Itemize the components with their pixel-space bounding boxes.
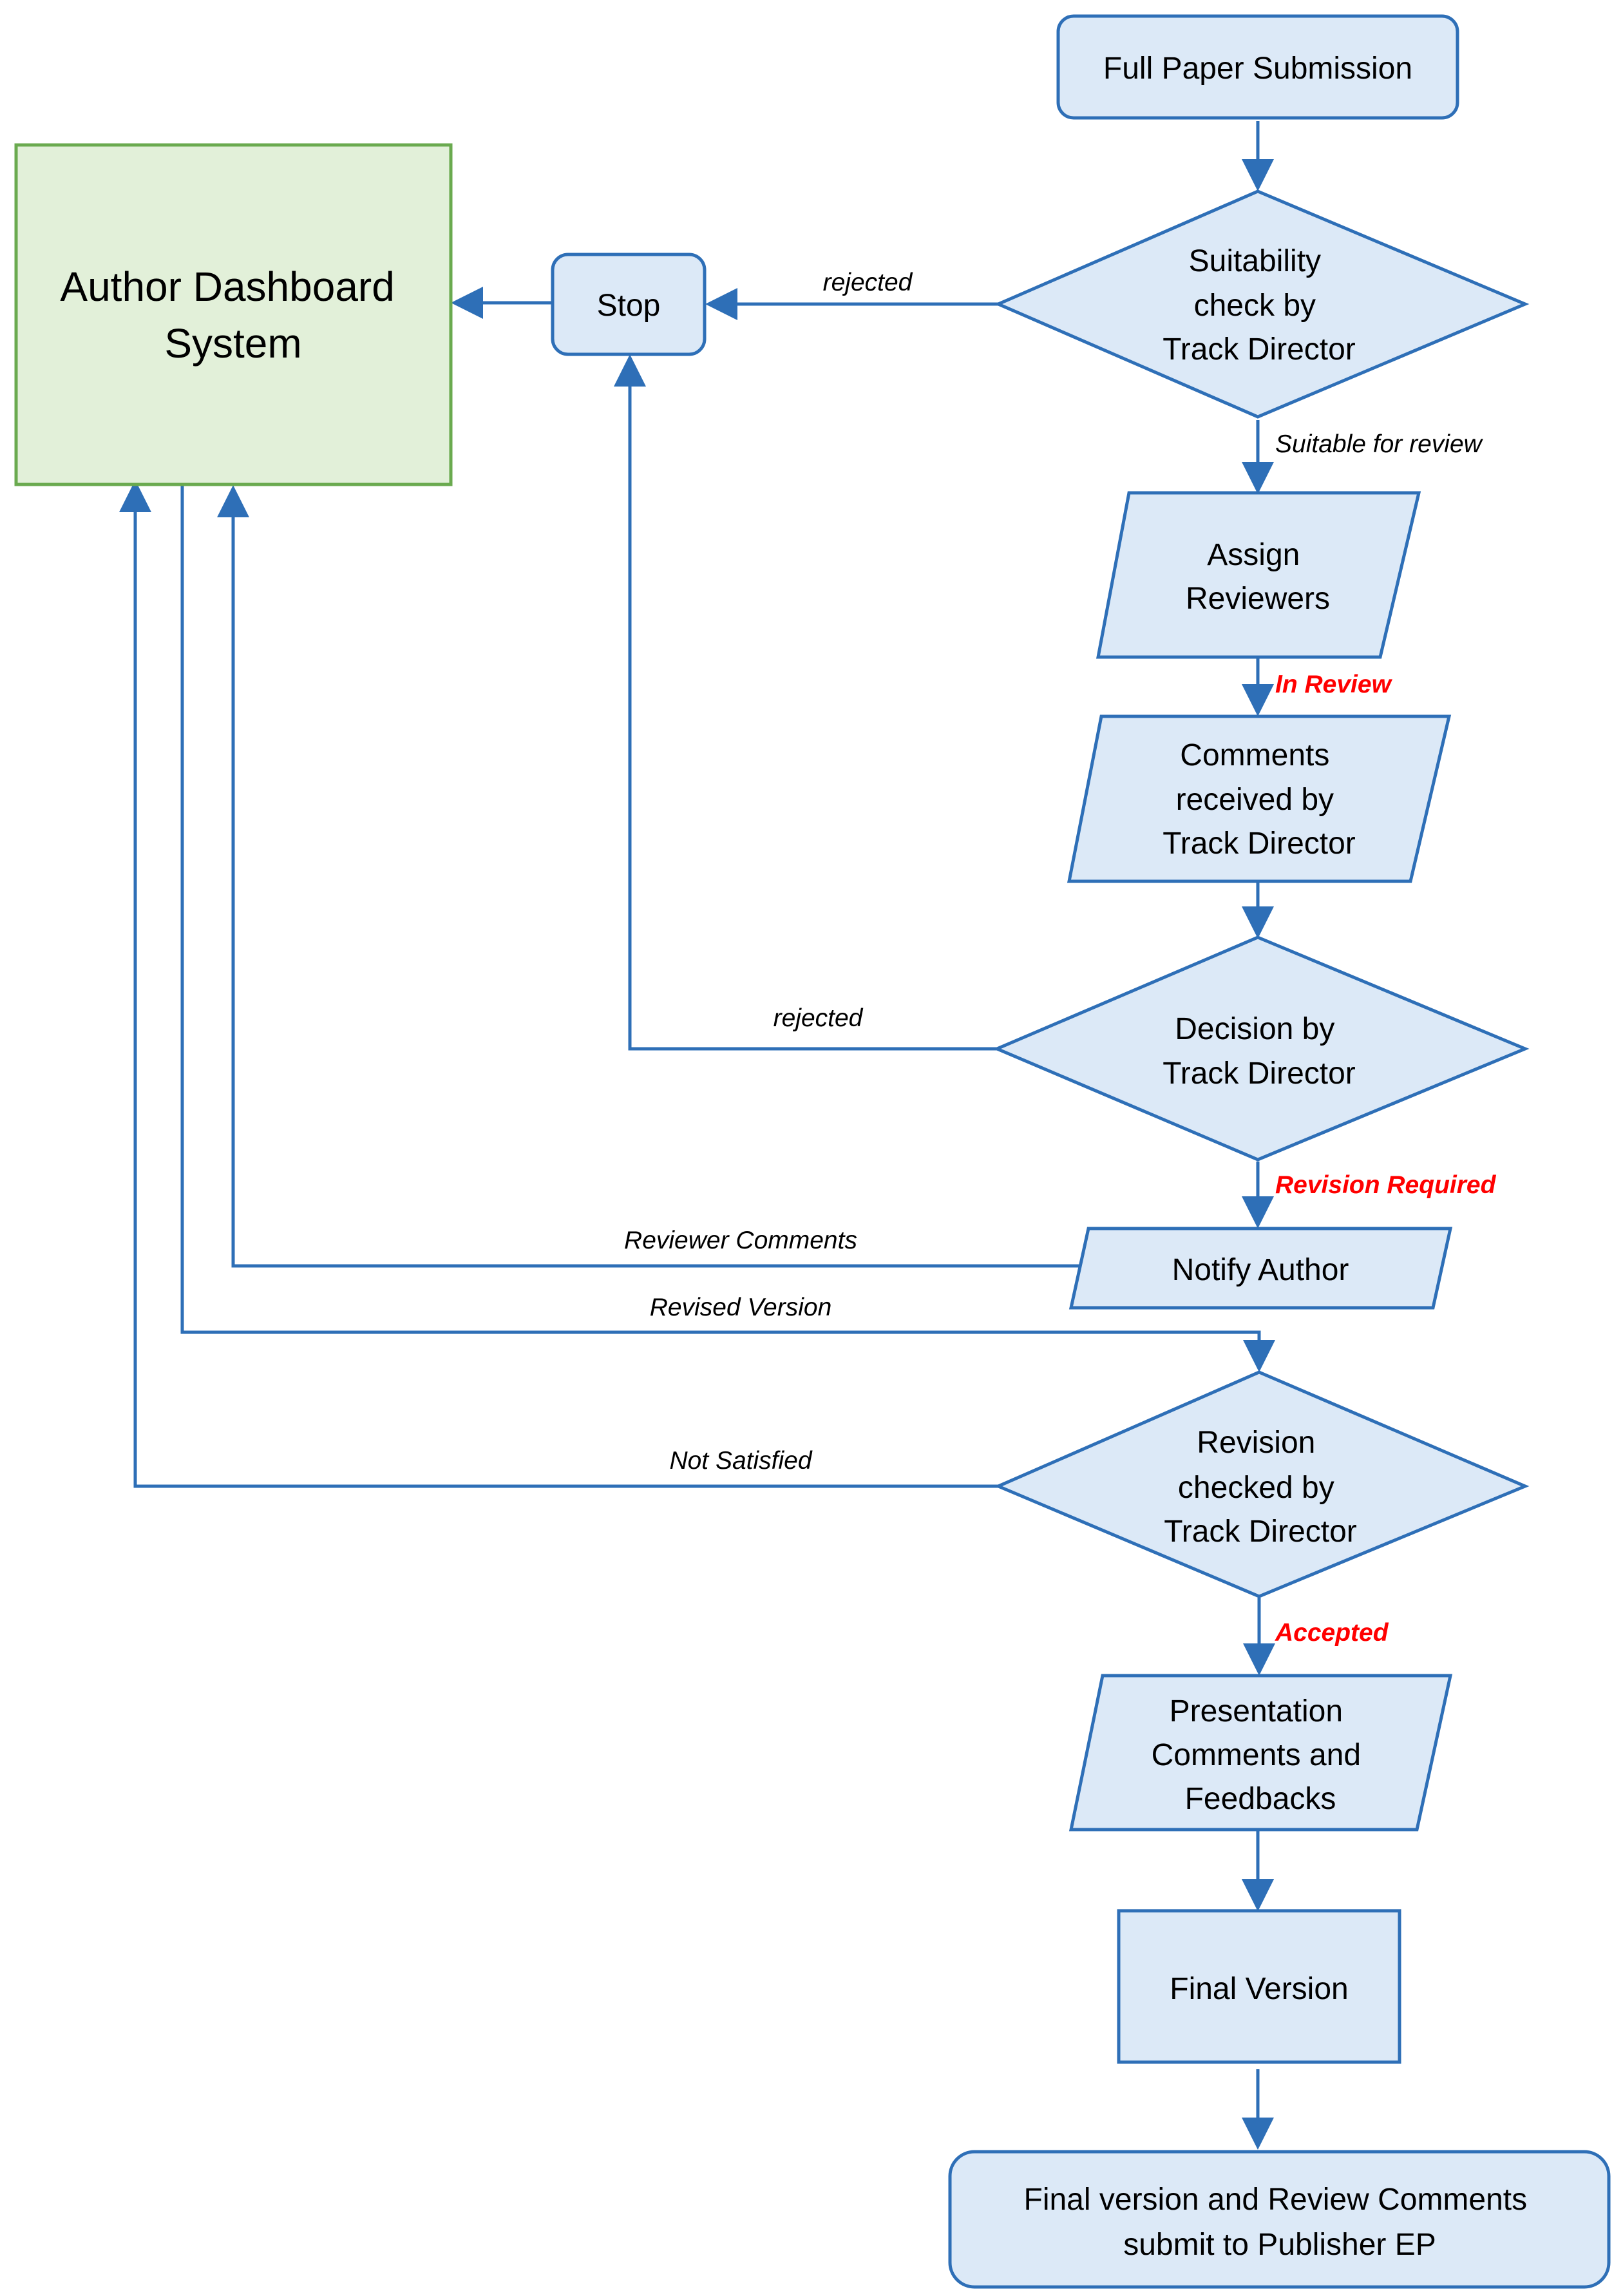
presentation-comments-label: Presentation Comments and Feedbacks [1152,1694,1370,1816]
label-revision-required: Revision Required [1275,1171,1497,1199]
edge-notify-to-dashboard [217,485,1082,1268]
presentation-comments-node[interactable]: Presentation Comments and Feedbacks [1068,1674,1453,1832]
assign-reviewers-node[interactable]: Assign Reviewers [1096,491,1421,659]
final-version-node[interactable]: Final Version [1117,1909,1401,2064]
comments-received-node[interactable]: Comments received by Track Director [1067,714,1452,883]
decision-node[interactable]: Decision by Track Director [992,935,1530,1162]
full-paper-submission-label: Full Paper Submission [1103,52,1412,86]
label-rejected-suitability: rejected [823,269,913,296]
submit-publisher-node[interactable]: Final version and Review Comments submit… [948,2150,1611,2289]
author-dashboard-label: Author Dashboard System [60,263,406,367]
edge-dashboard-to-revision [180,484,1275,1372]
submit-publisher-label: Final version and Review Comments submit… [1024,2183,1536,2262]
label-in-review: In Review [1275,671,1393,698]
edge-decision-to-stop [614,354,997,1051]
edge-labels: rejected Suitable for review In Review r… [624,269,1497,1647]
author-dashboard-node[interactable]: Author Dashboard System [14,143,453,486]
edges [119,121,1275,2150]
final-version-label: Final Version [1170,1972,1348,2006]
label-not-satisfied: Not Satisfied [669,1447,812,1475]
stop-node[interactable]: Stop [551,253,707,356]
label-accepted: Accepted [1275,1619,1389,1647]
suitability-check-node[interactable]: Suitability check by Track Director [994,189,1530,419]
full-paper-submission-node[interactable]: Full Paper Submission [1056,14,1459,120]
notify-author-node[interactable]: Notify Author [1068,1227,1453,1310]
assign-reviewers-label: Assign Reviewers [1186,538,1330,616]
stop-label: Stop [597,289,661,323]
label-revised-version: Revised Version [650,1294,832,1321]
edge-revision-to-dashboard [119,480,998,1488]
label-rejected-decision: rejected [774,1004,864,1032]
notify-author-label: Notify Author [1172,1253,1349,1287]
nodes: Author Dashboard System Stop Full Paper … [14,14,1611,2289]
label-reviewer-comments: Reviewer Comments [624,1227,857,1254]
label-suitable-for-review: Suitable for review [1275,430,1484,458]
suitability-check-label: Suitability check by Track Director [1163,244,1356,367]
revision-checked-node[interactable]: Revision checked by Track Director [994,1370,1530,1598]
decision-label: Decision by Track Director [1163,1012,1356,1091]
comments-received-label: Comments received by Track Director [1163,738,1356,861]
revision-checked-label: Revision checked by Track Director [1164,1426,1357,1549]
